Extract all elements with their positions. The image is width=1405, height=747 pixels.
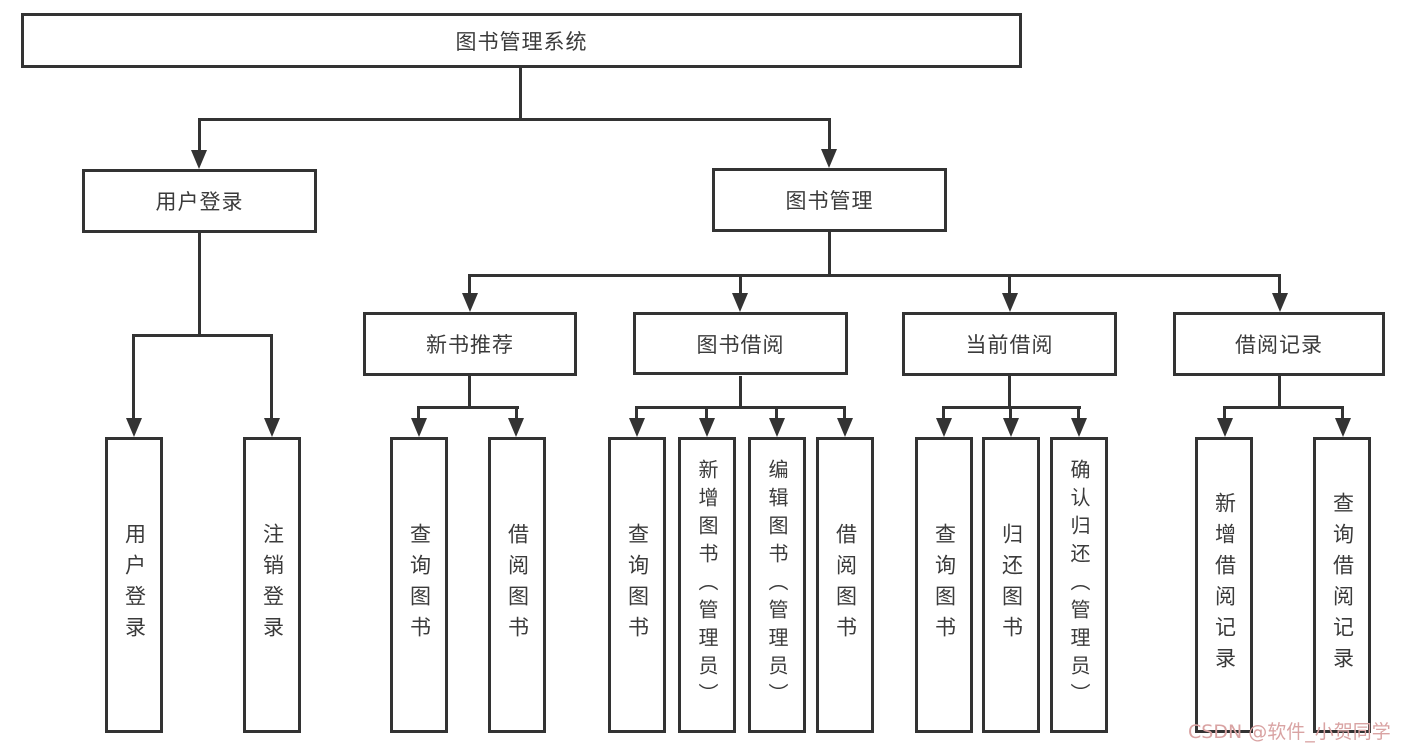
connector-to-leaf-cur-query — [942, 406, 945, 421]
arrow-to-leaf-cur-confirm-icon — [1071, 418, 1087, 437]
node-root: 图书管理系统 — [21, 13, 1022, 68]
csdn-watermark: CSDN @软件_小贺同学 — [1188, 721, 1391, 743]
arrow-to-leaf-user-login-icon — [126, 418, 142, 437]
node-leaf-bb-query-book: 查询图书 — [608, 437, 666, 733]
node-leaf-add-borrow-record-label: 新增借阅记录 — [1212, 492, 1237, 678]
node-borrow-record-label: 借阅记录 — [1235, 333, 1323, 357]
arrow-to-new-book-rec-icon — [462, 293, 478, 312]
arrow-to-leaf-cur-return-icon — [1003, 418, 1019, 437]
node-leaf-cur-return-book-label: 归还图书 — [999, 523, 1024, 647]
node-leaf-cur-query-book: 查询图书 — [915, 437, 973, 733]
connector-to-user-login — [198, 118, 201, 152]
node-leaf-bb-add-book-label: 新增图书（管理员） — [695, 459, 719, 711]
connector-user-login-leafbranch — [132, 334, 273, 337]
arrow-to-current-borrow-icon — [1002, 293, 1018, 312]
connector-book-mgmt-stem — [828, 232, 831, 277]
node-book-borrow-label: 图书借阅 — [696, 332, 785, 357]
node-leaf-cur-confirm-return: 确认归还（管理员） — [1050, 437, 1108, 733]
arrow-to-leaf-cur-query-icon — [936, 418, 952, 437]
node-root-label: 图书管理系统 — [455, 29, 588, 54]
node-leaf-bb-add-book: 新增图书（管理员） — [678, 437, 736, 733]
node-user-login-label: 用户登录 — [155, 190, 244, 214]
connector-borrow-record-stem — [1278, 376, 1281, 409]
node-leaf-cur-query-book-label: 查询图书 — [932, 523, 957, 647]
connector-to-leaf-cur-confirm — [1077, 406, 1080, 421]
arrow-to-leaf-rec-query-icon — [411, 418, 427, 437]
connector-to-leaf-rec-borrow — [515, 406, 518, 421]
node-borrow-record: 借阅记录 — [1173, 312, 1385, 376]
node-current-borrow: 当前借阅 — [902, 312, 1117, 376]
connector-root-stem — [519, 68, 522, 121]
connector-to-book-mgmt — [828, 118, 831, 151]
connector-to-leaf-bb-query — [635, 406, 638, 421]
connector-book-borrow-stem — [739, 376, 742, 409]
node-leaf-logout: 注销登录 — [243, 437, 301, 733]
node-book-mgmt-label: 图书管理 — [785, 189, 874, 213]
connector-to-leaf-user-login — [132, 334, 135, 420]
connector-new-book-rec-stem — [468, 376, 471, 409]
node-leaf-cur-confirm-return-label: 确认归还（管理员） — [1067, 459, 1091, 711]
connector-to-current-borrow — [1008, 274, 1011, 296]
node-leaf-rec-query-book: 查询图书 — [390, 437, 448, 733]
node-leaf-add-borrow-record: 新增借阅记录 — [1195, 437, 1253, 733]
connector-borrow-record-leafbranch — [1223, 406, 1343, 409]
arrow-to-book-mgmt-icon — [821, 149, 837, 168]
connector-to-leaf-logout — [270, 334, 273, 420]
connector-to-new-book-rec — [468, 274, 471, 296]
connector-to-leaf-query-record — [1341, 406, 1344, 421]
connector-to-borrow-record — [1278, 274, 1281, 296]
arrow-to-leaf-logout-icon — [264, 418, 280, 437]
node-leaf-query-borrow-record: 查询借阅记录 — [1313, 437, 1371, 733]
arrow-to-leaf-bb-add-icon — [699, 418, 715, 437]
node-leaf-logout-label: 注销登录 — [260, 523, 285, 647]
connector-to-leaf-add-record — [1223, 406, 1226, 421]
connector-to-leaf-rec-query — [417, 406, 420, 421]
arrow-to-borrow-record-icon — [1272, 293, 1288, 312]
node-user-login: 用户登录 — [82, 169, 317, 233]
connector-level3-branch — [468, 274, 1281, 277]
connector-level2-branch — [198, 118, 831, 121]
connector-to-book-borrow — [739, 274, 742, 296]
node-leaf-user-login-label: 用户登录 — [122, 523, 147, 647]
arrow-to-leaf-bb-edit-icon — [769, 418, 785, 437]
connector-book-borrow-leafbranch — [635, 406, 846, 409]
arrow-to-user-login-icon — [191, 150, 207, 169]
connector-to-leaf-bb-borrow — [843, 406, 846, 421]
node-leaf-bb-borrow-book: 借阅图书 — [816, 437, 874, 733]
arrow-to-leaf-query-record-icon — [1335, 418, 1351, 437]
node-leaf-bb-edit-book-label: 编辑图书（管理员） — [765, 459, 789, 711]
node-leaf-user-login: 用户登录 — [105, 437, 163, 733]
arrow-to-book-borrow-icon — [732, 293, 748, 312]
node-book-borrow: 图书借阅 — [633, 312, 848, 375]
connector-new-book-rec-leafbranch — [417, 406, 519, 409]
arrow-to-leaf-bb-query-icon — [629, 418, 645, 437]
node-leaf-bb-edit-book: 编辑图书（管理员） — [748, 437, 806, 733]
node-leaf-rec-query-book-label: 查询图书 — [407, 523, 432, 647]
arrow-to-leaf-rec-borrow-icon — [508, 418, 524, 437]
node-leaf-bb-borrow-book-label: 借阅图书 — [833, 523, 858, 647]
arrow-to-leaf-add-record-icon — [1217, 418, 1233, 437]
connector-current-borrow-stem — [1008, 376, 1011, 409]
node-new-book-rec: 新书推荐 — [363, 312, 577, 376]
node-new-book-rec-label: 新书推荐 — [426, 333, 514, 357]
node-leaf-cur-return-book: 归还图书 — [982, 437, 1040, 733]
node-book-mgmt: 图书管理 — [712, 168, 947, 232]
node-leaf-rec-borrow-book: 借阅图书 — [488, 437, 546, 733]
connector-to-leaf-bb-add — [705, 406, 708, 421]
connector-to-leaf-bb-edit — [775, 406, 778, 421]
connector-user-login-stem — [198, 233, 201, 337]
arrow-to-leaf-bb-borrow-icon — [837, 418, 853, 437]
node-current-borrow-label: 当前借阅 — [965, 333, 1054, 357]
node-leaf-bb-query-book-label: 查询图书 — [625, 523, 650, 647]
node-leaf-query-borrow-record-label: 查询借阅记录 — [1330, 492, 1355, 678]
node-leaf-rec-borrow-book-label: 借阅图书 — [505, 523, 530, 647]
connector-to-leaf-cur-return — [1009, 406, 1012, 421]
